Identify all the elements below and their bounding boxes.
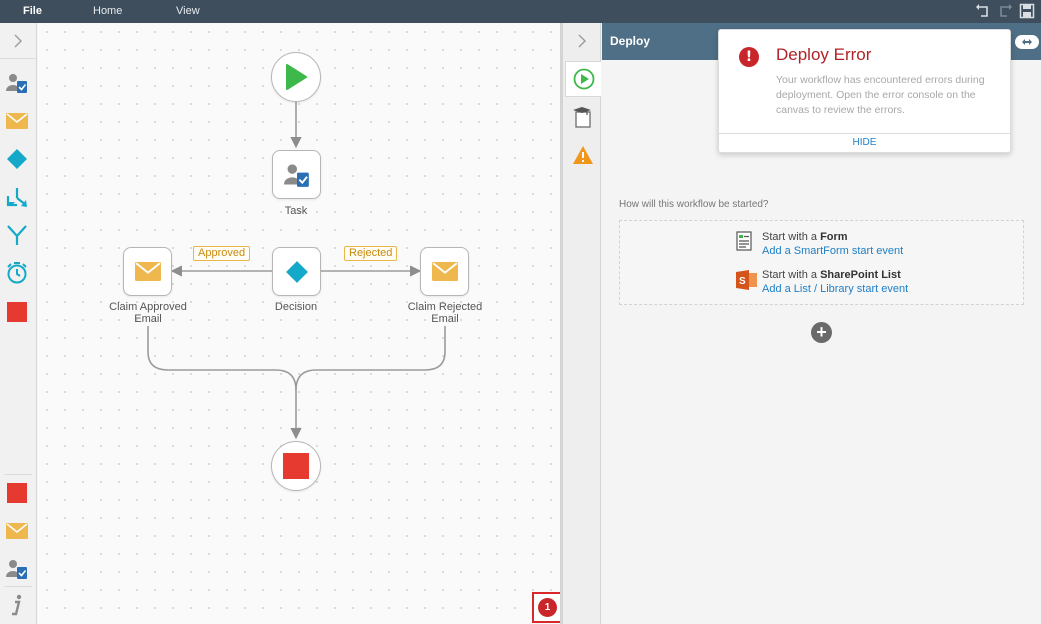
chevron-right-icon: [14, 34, 22, 47]
save-icon[interactable]: [1019, 3, 1035, 19]
menu-file[interactable]: File: [23, 5, 42, 17]
claim-approved-email-label: Claim Approved Email: [109, 301, 187, 325]
undo-icon[interactable]: [975, 3, 991, 19]
deploy-error-message: Your workflow has encountered errors dur…: [776, 74, 985, 116]
error-console-button[interactable]: 1: [532, 592, 563, 623]
decision-node[interactable]: [272, 247, 321, 296]
svg-text:S: S: [739, 276, 746, 287]
stop-icon: [283, 453, 309, 479]
end-node[interactable]: [271, 441, 321, 491]
toolbox-expand-button[interactable]: [0, 23, 36, 59]
timer-tool-icon[interactable]: [6, 262, 28, 284]
rejected-branch-label[interactable]: Rejected: [344, 246, 398, 261]
panel-options-button[interactable]: [1015, 35, 1039, 49]
start-option-form-title: Start with a Form: [762, 231, 848, 243]
email-tool-icon[interactable]: [6, 110, 28, 132]
hide-button[interactable]: HIDE: [719, 133, 1010, 152]
expand-icon: [1022, 39, 1032, 45]
recent-email-icon[interactable]: [6, 520, 28, 542]
claim-approved-email-node[interactable]: [123, 247, 172, 296]
warning-icon: [573, 146, 593, 164]
approved-branch-label[interactable]: Approved: [193, 246, 251, 261]
email-icon: [134, 262, 161, 281]
deploy-error-popup: ! Deploy Error Your workflow has encount…: [718, 29, 1011, 153]
add-list-library-start-event-link[interactable]: Add a List / Library start event: [762, 283, 909, 295]
email-icon: [431, 262, 458, 281]
deploy-error-title: Deploy Error: [776, 45, 872, 64]
task-tool-icon[interactable]: [6, 72, 28, 94]
menu-bar: File Home View: [0, 0, 1041, 23]
play-circle-icon: [573, 68, 594, 90]
menu-view[interactable]: View: [176, 5, 200, 17]
deploy-panel-title: Deploy: [610, 34, 651, 48]
recent-stop-icon[interactable]: [6, 482, 28, 504]
error-count-badge: 1: [538, 598, 557, 617]
decision-node-label: Decision: [274, 301, 318, 313]
panel-collapse-button[interactable]: [563, 23, 601, 59]
toolbox: [0, 23, 37, 624]
canvas-splitter[interactable]: [560, 23, 563, 624]
start-options-box: Start with a Form Add a SmartForm start …: [619, 220, 1024, 305]
claim-rejected-email-label: Claim Rejected Email: [407, 301, 483, 325]
form-icon: [736, 231, 754, 255]
tab-deploy[interactable]: [565, 61, 601, 97]
task-node-label: Task: [284, 205, 308, 217]
chevron-right-icon: [578, 34, 586, 48]
clipboard-hat-icon: [573, 107, 591, 128]
add-start-event-button[interactable]: +: [811, 322, 832, 343]
task-node[interactable]: [272, 150, 321, 199]
decision-tool-icon[interactable]: [6, 148, 28, 170]
error-icon: !: [739, 47, 759, 67]
task-icon: [283, 163, 309, 187]
menu-home[interactable]: Home: [93, 5, 123, 17]
claim-rejected-email-node[interactable]: [420, 247, 469, 296]
tab-properties[interactable]: [565, 99, 601, 135]
split-tool-icon[interactable]: [6, 186, 28, 208]
merge-tool-icon[interactable]: [6, 224, 28, 246]
tab-warnings[interactable]: [565, 137, 601, 173]
toolbox-separator: [4, 474, 32, 475]
add-smartform-start-event-link[interactable]: Add a SmartForm start event: [762, 245, 904, 257]
stop-tool-icon[interactable]: [6, 301, 28, 323]
decision-icon: [285, 260, 308, 283]
start-question: How will this workflow be started?: [619, 199, 769, 210]
play-icon: [286, 64, 307, 90]
panel-tab-strip: [563, 23, 601, 624]
info-icon[interactable]: [6, 594, 28, 616]
start-node[interactable]: [271, 52, 321, 102]
redo-icon[interactable]: [997, 3, 1013, 19]
sharepoint-icon: S: [736, 269, 757, 293]
recent-task-icon[interactable]: [6, 558, 28, 580]
workflow-canvas[interactable]: [38, 23, 560, 624]
start-option-sharepoint-title: Start with a SharePoint List: [762, 269, 901, 281]
toolbox-separator: [4, 586, 32, 587]
